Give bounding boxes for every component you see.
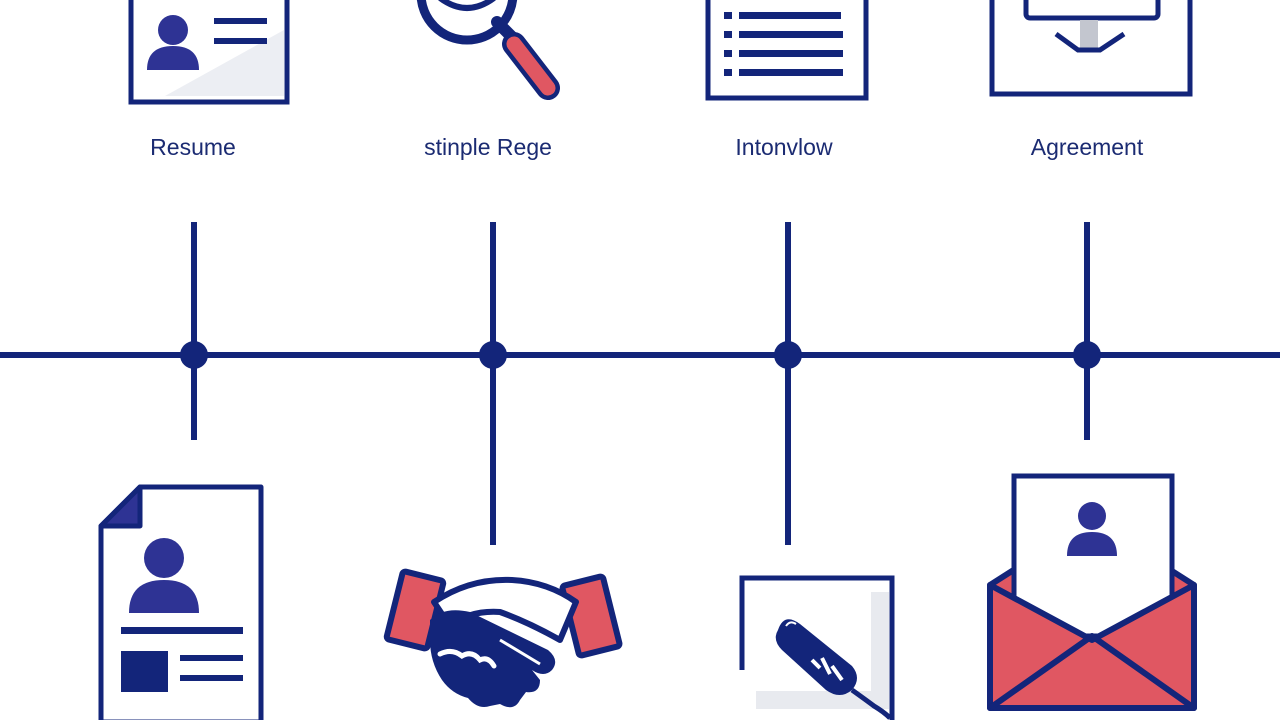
document-list-icon [705, 0, 869, 101]
magnifier-icon [416, 0, 560, 100]
timeline-node-2 [479, 341, 507, 369]
resume-icon [128, 0, 290, 105]
timeline-node-4 [1073, 341, 1101, 369]
timeline-node-1 [180, 341, 208, 369]
stage-label-resume: Resume [150, 134, 236, 160]
cv-document-icon [98, 484, 264, 720]
handshake-icon [383, 568, 623, 708]
pen-signing-icon [739, 575, 895, 720]
stage-label-agreement: Agreement [1031, 134, 1144, 160]
stage-label-screening: stinple Rege [424, 134, 552, 160]
stage-label-interview: Intonvlow [735, 134, 833, 160]
envelope-offer-icon [987, 473, 1197, 711]
timeline-node-3 [774, 341, 802, 369]
monitor-icon [989, 0, 1193, 97]
